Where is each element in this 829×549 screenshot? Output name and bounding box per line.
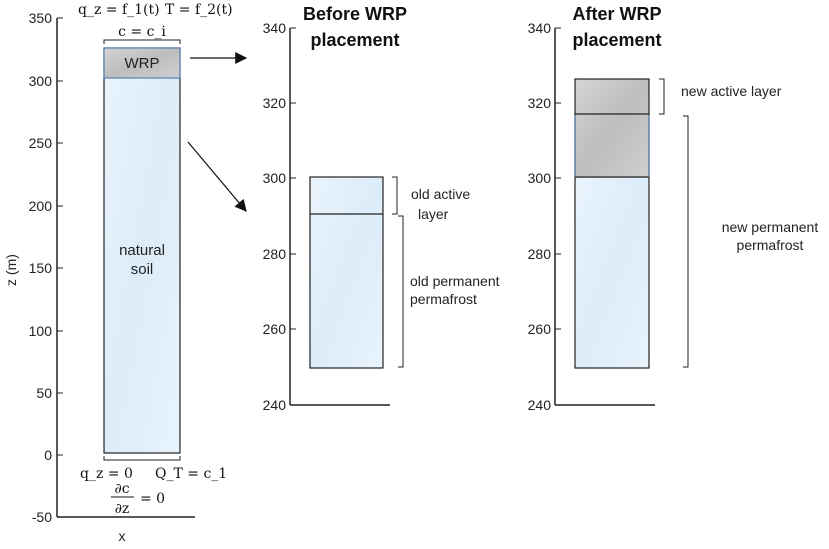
before-tick-340: 340 (263, 20, 287, 36)
after-tick-240: 240 (528, 397, 552, 413)
left-tick-300: 300 (29, 73, 53, 89)
left-tick-100: 100 (29, 323, 53, 339)
bc-bottom-q: Q_T = c_1 (155, 466, 227, 482)
arrow-to-before-panel-column (187, 141, 247, 212)
left-y-ticks (57, 17, 63, 518)
new-perm-label-1: new permanent (722, 219, 819, 235)
before-soil-column (309, 176, 384, 369)
after-soil-column (574, 176, 650, 369)
middle-panel: Before WRP placement 340 320 300 280 260… (263, 4, 500, 413)
left-x-label: x (119, 528, 126, 544)
old-perm-label-2: permafrost (410, 291, 477, 307)
left-tick-200: 200 (29, 198, 53, 214)
after-tick-300: 300 (528, 170, 552, 186)
wrp-label: WRP (125, 55, 160, 72)
old-active-label-1: old active (411, 186, 470, 202)
before-title-line1: Before WRP (303, 4, 407, 24)
bc-top-flux: q_z = f_1(t) (78, 2, 160, 18)
left-tick-neg50: -50 (32, 509, 52, 525)
natural-soil-label-2: soil (131, 261, 154, 278)
before-tick-320: 320 (263, 95, 287, 111)
right-panel: After WRP placement 340 320 300 280 260 … (528, 4, 819, 413)
left-tick-50: 50 (36, 385, 52, 401)
before-title-line2: placement (310, 30, 399, 50)
left-tick-250: 250 (29, 135, 53, 151)
bc-bottom-grad-den: ∂z (115, 501, 130, 517)
old-active-label-2: layer (418, 206, 449, 222)
old-permafrost-bracket (398, 215, 404, 368)
natural-soil-label-1: natural (119, 242, 165, 259)
new-permafrost-bracket (683, 115, 689, 368)
before-tick-240: 240 (263, 397, 287, 413)
natural-soil-column (103, 47, 181, 454)
new-active-bracket (659, 78, 665, 115)
bc-bottom-grad-eq: = 0 (140, 491, 165, 507)
bc-bottom-grad-num: ∂c (114, 481, 129, 497)
new-active-label: new active layer (681, 83, 782, 99)
left-tick-150: 150 (29, 260, 53, 276)
old-perm-label-1: old permanent (410, 273, 500, 289)
left-y-label: z (m) (3, 254, 19, 286)
left-tick-0: 0 (44, 447, 52, 463)
bc-top-temp: T = f_2(t) (165, 2, 233, 18)
old-active-bracket (392, 176, 398, 215)
after-tick-280: 280 (528, 246, 552, 262)
left-tick-350: 350 (29, 10, 53, 26)
after-title-line1: After WRP (573, 4, 662, 24)
after-title-line2: placement (572, 30, 661, 50)
before-tick-300: 300 (263, 170, 287, 186)
new-perm-label-2: permafrost (737, 237, 804, 253)
after-wrp-column (574, 78, 650, 178)
bc-top-conc: c = c_i (118, 24, 166, 40)
before-y-ticks (290, 27, 296, 406)
bc-bottom-flux: q_z = 0 (80, 466, 133, 482)
before-tick-280: 280 (263, 246, 287, 262)
after-tick-340: 340 (528, 20, 552, 36)
after-y-ticks (555, 27, 561, 406)
bottom-bracket (103, 456, 181, 461)
wrp-layer (103, 47, 181, 79)
left-panel: 350 300 250 200 150 100 50 0 -50 z (m) x… (3, 2, 233, 544)
after-tick-320: 320 (528, 95, 552, 111)
after-tick-260: 260 (528, 321, 552, 337)
top-bracket (103, 39, 181, 44)
before-tick-260: 260 (263, 321, 287, 337)
